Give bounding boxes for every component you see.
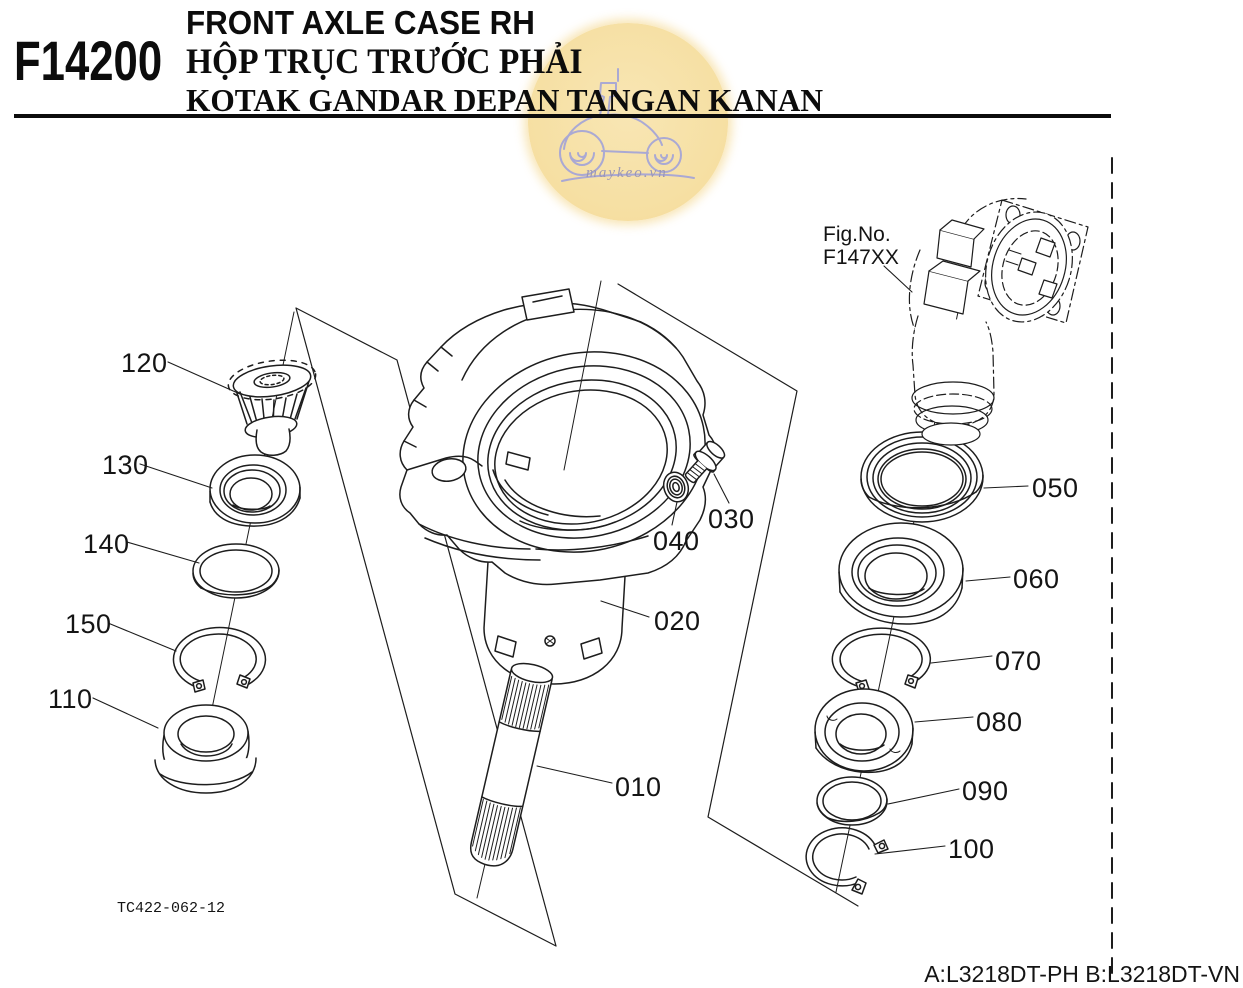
part-callout-070: 070 — [995, 646, 1042, 676]
part-callout-140: 140 — [83, 529, 130, 559]
part-callout-090: 090 — [962, 776, 1009, 806]
bevel-gear-120-drawing — [227, 359, 317, 456]
bearing-130-drawing — [209, 454, 301, 527]
snap-ring-070-drawing — [831, 627, 932, 693]
reference-figure-code: F147XX — [823, 246, 899, 269]
watermark-circle — [528, 23, 728, 221]
bolt-030-drawing — [684, 440, 726, 484]
page-title-indonesian: KOTAK GANDAR DEPAN TANGAN KANAN — [186, 82, 824, 118]
watermark-site-text: maykeo.vn — [586, 165, 668, 181]
shaft-010-drawing — [469, 662, 554, 867]
figure-code: F14200 — [14, 29, 163, 92]
bearing-080-drawing — [814, 688, 914, 774]
group-box-center — [617, 283, 859, 907]
snap-ring-100-drawing — [805, 827, 889, 895]
part-callout-050: 050 — [1032, 473, 1079, 503]
page-title-vietnamese: HỘP TRỤC TRƯỚC PHẢI — [186, 41, 583, 81]
part-callout-080: 080 — [976, 707, 1023, 737]
part-callout-100: 100 — [948, 834, 995, 864]
seal-050-drawing — [860, 431, 984, 523]
leader-lines — [92, 265, 1029, 855]
snap-ring-150-drawing — [172, 626, 267, 693]
ring-140-drawing — [192, 543, 280, 599]
shim-090-drawing — [816, 776, 888, 826]
washer-040-drawing — [662, 471, 690, 503]
part-callout-130: 130 — [102, 450, 149, 480]
page-title-english: FRONT AXLE CASE RH — [186, 4, 535, 41]
header-rule — [14, 114, 1111, 118]
reference-figure-label: Fig.No. — [823, 223, 891, 246]
part-callout-010: 010 — [615, 772, 662, 802]
part-callout-120: 120 — [121, 348, 168, 378]
part-callout-150: 150 — [65, 609, 112, 639]
part-callout-110: 110 — [48, 684, 93, 714]
group-box-left — [295, 307, 557, 947]
axle-case-020-drawing — [399, 288, 717, 685]
case-bore-axis — [563, 280, 602, 471]
part-callout-020: 020 — [654, 606, 701, 636]
part-callout-030: 030 — [708, 504, 755, 534]
collar-110-drawing — [154, 704, 257, 794]
part-callout-060: 060 — [1013, 564, 1060, 594]
part-callout-040: 040 — [653, 526, 700, 556]
reference-flange-drawing — [908, 197, 1089, 446]
bearing-060-drawing — [838, 522, 964, 625]
model-codes: A:L3218DT-PH B:L3218DT-VN — [924, 961, 1240, 987]
drawing-code: TC422-062-12 — [117, 900, 225, 917]
